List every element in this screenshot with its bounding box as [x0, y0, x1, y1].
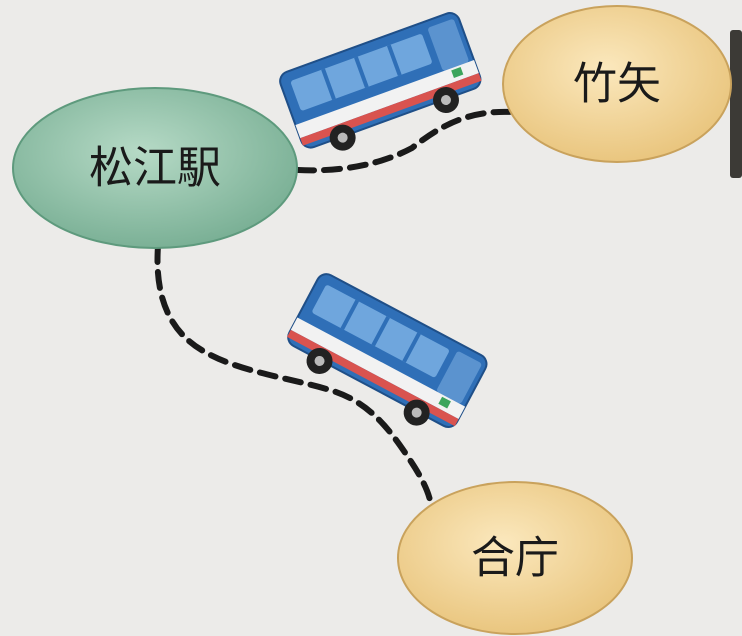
route-line-matsue-goucho — [154, 243, 433, 503]
node-label-goucho: 合庁 — [471, 533, 559, 584]
node-label-matsue-station: 松江駅 — [89, 143, 221, 194]
node-goucho: 合庁 — [397, 481, 633, 635]
route-line-matsue-takeya — [295, 108, 515, 174]
bus-icon — [279, 12, 482, 151]
node-matsue-station: 松江駅 — [12, 87, 298, 249]
bus-icon — [287, 273, 488, 428]
scroll-handle — [730, 30, 742, 178]
node-label-takeya: 竹矢 — [573, 59, 661, 110]
node-takeya: 竹矢 — [502, 5, 732, 163]
